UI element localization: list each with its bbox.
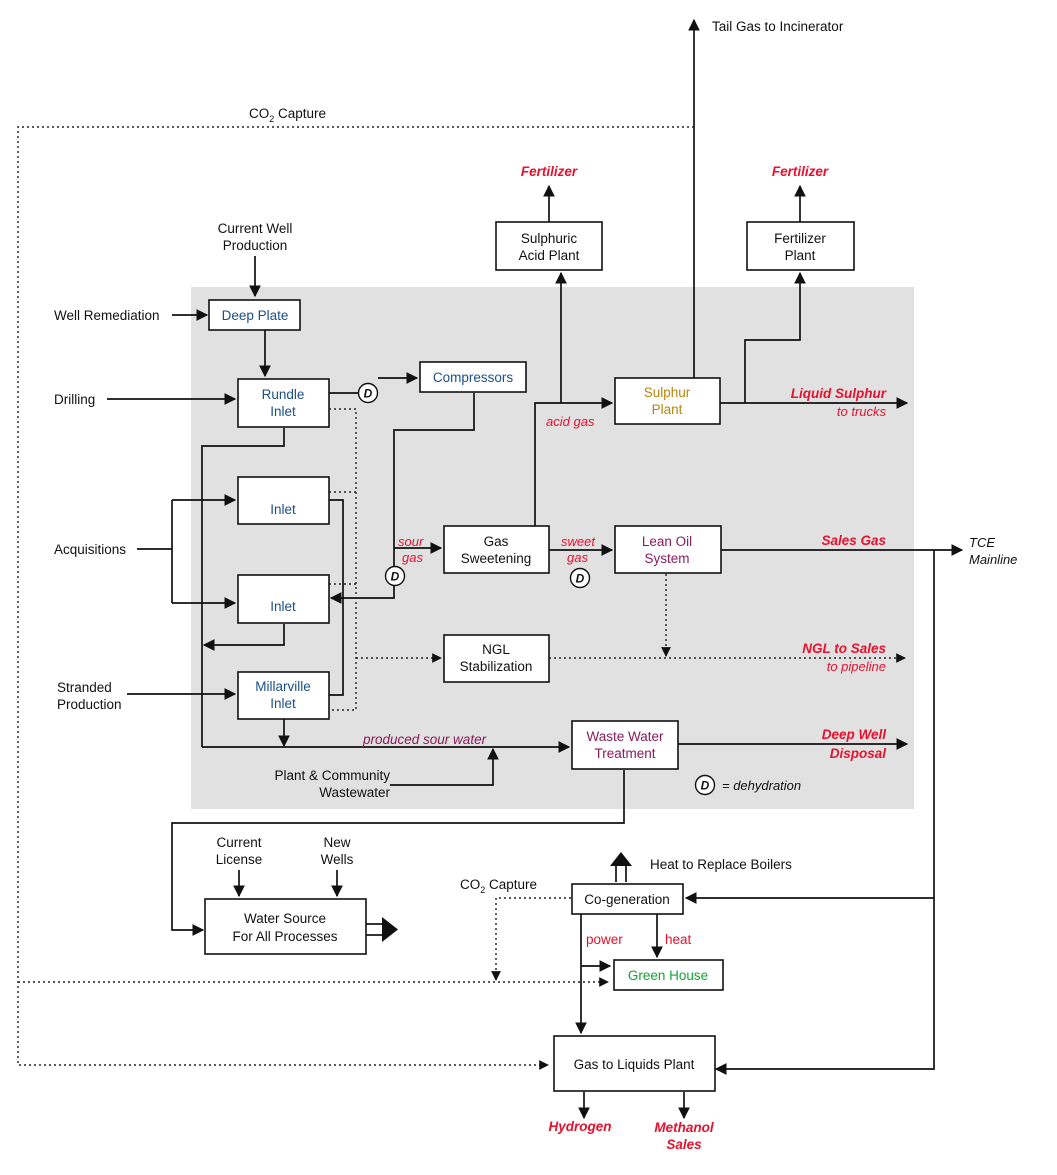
fertilizer-plant-box: Fertilizer Plant <box>746 221 855 271</box>
svg-text:Inlet: Inlet <box>270 599 296 614</box>
drilling-label: Drilling <box>54 392 95 407</box>
svg-text:System: System <box>644 551 689 566</box>
inlet-b-box: Inlet <box>237 574 330 624</box>
current-well-label-2: Production <box>223 238 288 253</box>
svg-text:D: D <box>364 387 373 401</box>
svg-text:Inlet: Inlet <box>270 404 296 419</box>
rundle-inlet-box: Rundle Inlet <box>237 378 330 428</box>
current-license-label-2: License <box>216 852 263 867</box>
current-license-label-1: Current <box>216 835 261 850</box>
inlet-a-box: Inlet <box>237 476 330 525</box>
green-house-box: Green House <box>613 959 724 991</box>
dehydration-marker-sweet-gas: D <box>569 567 591 589</box>
ngl-stabilization-box: NGL Stabilization <box>443 634 550 683</box>
svg-text:Gas: Gas <box>484 534 509 549</box>
water-source-box: Water Source For All Processes <box>204 898 367 955</box>
produced-sour-water-label: produced sour water <box>362 732 487 747</box>
dehydration-marker-compressors: D <box>357 382 379 404</box>
liquid-sulphur-output: Liquid Sulphur <box>791 386 887 401</box>
to-trucks-label: to trucks <box>837 404 887 419</box>
compressors-box: Compressors <box>419 361 527 393</box>
svg-text:Treatment: Treatment <box>594 746 655 761</box>
well-remediation-label: Well Remediation <box>54 308 160 323</box>
svg-text:D: D <box>701 779 710 793</box>
fertilizer-output-2: Fertilizer <box>772 164 829 179</box>
svg-text:Deep Plate: Deep Plate <box>222 308 289 323</box>
tce-mainline-label-1: TCE <box>969 535 995 550</box>
svg-text:Plant: Plant <box>785 248 816 263</box>
svg-text:Compressors: Compressors <box>433 370 514 385</box>
tce-mainline-label-2: Mainline <box>969 552 1017 567</box>
tail-gas-label: Tail Gas to Incinerator <box>712 19 844 34</box>
acquisitions-label: Acquisitions <box>54 542 126 557</box>
co2-capture-mid-label: CO2 Capture <box>460 877 537 895</box>
plant-ww-label-2: Wastewater <box>319 785 390 800</box>
sweet-gas-label-2: gas <box>567 550 588 565</box>
legend-dehydration: D = dehydration <box>694 774 801 796</box>
legend-text: = dehydration <box>722 778 801 793</box>
lean-oil-system-box: Lean Oil System <box>614 525 722 574</box>
svg-text:Green House: Green House <box>628 968 708 983</box>
svg-text:Water Source: Water Source <box>244 911 326 926</box>
svg-text:Sweetening: Sweetening <box>461 551 532 566</box>
new-wells-label-2: Wells <box>321 852 354 867</box>
to-pipeline-label: to pipeline <box>827 659 886 674</box>
deep-plate-box: Deep Plate <box>208 299 301 331</box>
sulphuric-acid-plant-box: Sulphuric Acid Plant <box>495 221 603 271</box>
ngl-sales-output: NGL to Sales <box>802 641 886 656</box>
current-well-label-1: Current Well <box>218 221 293 236</box>
svg-text:Co-generation: Co-generation <box>584 892 670 907</box>
svg-text:Inlet: Inlet <box>270 696 296 711</box>
svg-text:D: D <box>391 570 400 584</box>
sulphur-plant-box: Sulphur Plant <box>614 377 721 425</box>
deep-well-output-1: Deep Well <box>822 727 887 742</box>
svg-text:D: D <box>576 572 585 586</box>
dehydration-marker-sour-gas: D <box>384 565 406 587</box>
co-generation-box: Co-generation <box>571 883 684 915</box>
heat-label: heat <box>665 932 692 947</box>
methanol-output-2: Sales <box>666 1137 702 1152</box>
sales-gas-output: Sales Gas <box>821 533 886 548</box>
millarville-inlet-box: Millarville Inlet <box>237 671 330 720</box>
svg-text:Fertilizer: Fertilizer <box>774 231 826 246</box>
svg-text:Gas to Liquids Plant: Gas to Liquids Plant <box>574 1057 695 1072</box>
svg-text:Stabilization: Stabilization <box>460 659 533 674</box>
hydrogen-output: Hydrogen <box>548 1119 611 1134</box>
svg-text:Sulphuric: Sulphuric <box>521 231 578 246</box>
svg-text:Acid Plant: Acid Plant <box>519 248 580 263</box>
sweet-gas-label-1: sweet <box>561 534 596 549</box>
sour-gas-label-1: sour <box>398 534 424 549</box>
svg-text:Millarville: Millarville <box>255 679 311 694</box>
svg-text:Rundle: Rundle <box>262 387 305 402</box>
svg-text:Inlet: Inlet <box>270 502 296 517</box>
fertilizer-output-1: Fertilizer <box>521 164 578 179</box>
sour-gas-label-2: gas <box>402 550 423 565</box>
stranded-label-1: Stranded <box>57 680 112 695</box>
acid-gas-label: acid gas <box>546 414 595 429</box>
methanol-output-1: Methanol <box>654 1120 713 1135</box>
svg-text:For All Processes: For All Processes <box>232 929 337 944</box>
svg-text:Lean Oil: Lean Oil <box>642 534 692 549</box>
gas-to-liquids-plant-box: Gas to Liquids Plant <box>553 1035 716 1092</box>
plant-ww-label-1: Plant & Community <box>274 768 390 783</box>
deep-well-output-2: Disposal <box>830 746 887 761</box>
plant-region <box>191 287 914 809</box>
svg-text:Plant: Plant <box>652 402 683 417</box>
waste-water-treatment-box: Waste Water Treatment <box>571 720 679 770</box>
stranded-label-2: Production <box>57 697 122 712</box>
svg-text:NGL: NGL <box>482 642 510 657</box>
new-wells-label-1: New <box>323 835 350 850</box>
gas-sweetening-box: Gas Sweetening <box>443 525 550 574</box>
svg-text:Sulphur: Sulphur <box>644 385 691 400</box>
heat-replace-label: Heat to Replace Boilers <box>650 857 792 872</box>
svg-text:Waste Water: Waste Water <box>586 729 664 744</box>
power-label: power <box>586 932 623 947</box>
co2-capture-top-label: CO2 Capture <box>249 106 326 124</box>
